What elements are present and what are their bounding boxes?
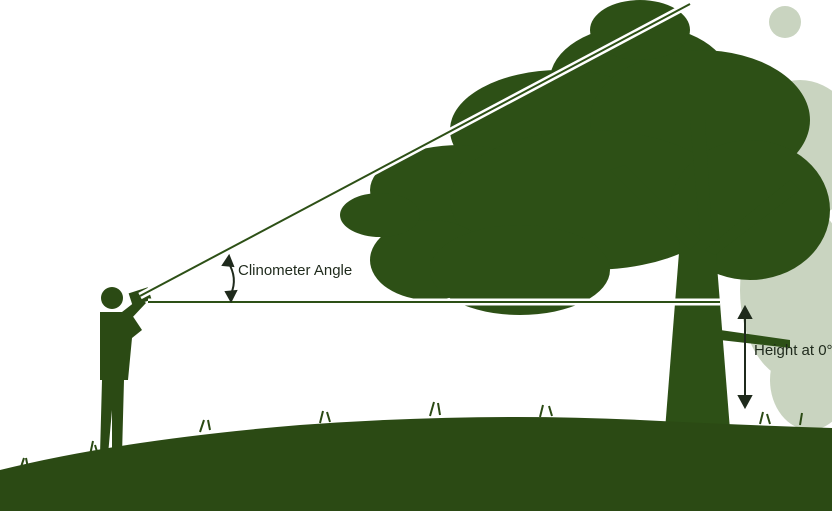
height-at-zero-label: Height at 0° <box>754 343 832 358</box>
clinometer-angle-label: Clinometer Angle <box>238 263 352 278</box>
person-silhouette <box>96 287 146 462</box>
ground-hill <box>0 417 832 511</box>
curved-double-arrow-icon <box>223 256 236 301</box>
tree-silhouette <box>340 0 830 430</box>
